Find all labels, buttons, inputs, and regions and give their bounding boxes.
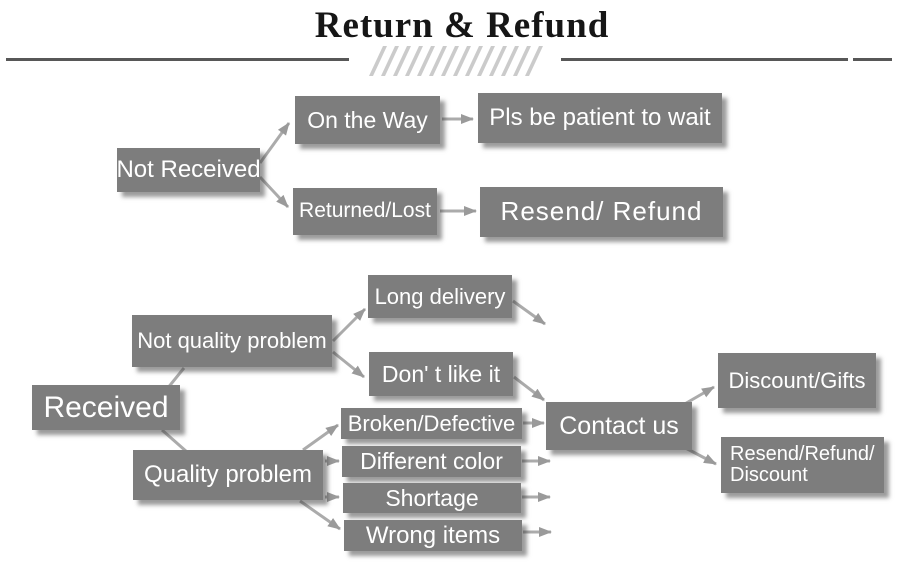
arrow-long-delivery-to-contact-us	[512, 299, 546, 326]
arrow-qp-to-wrong-items	[299, 499, 341, 531]
node-wrong-items: Wrong items	[344, 520, 522, 551]
node-label: Shortage	[385, 484, 479, 511]
node-contact-us: Contact us	[546, 402, 692, 450]
node-label: Resend/Refund/ Discount	[730, 444, 875, 486]
node-label: Don' t like it	[381, 360, 501, 387]
node-resend-refund-discount: Resend/Refund/ Discount	[721, 437, 884, 493]
arrow-qp-to-broken-defective	[302, 423, 339, 452]
node-label: Not quality problem	[137, 328, 327, 354]
node-label-line2: Discount	[730, 464, 808, 486]
node-label: Returned/Lost	[299, 199, 431, 223]
arrow-nqp-to-dont-like-it	[332, 350, 365, 379]
node-label: Discount/Gifts	[728, 367, 866, 393]
node-different-color: Different color	[342, 446, 521, 477]
separator-line-left	[6, 58, 349, 61]
node-label: On the Way	[307, 106, 428, 133]
arrow-nqp-to-long-delivery	[331, 307, 367, 343]
arrow-not-received-to-returned-lost	[258, 175, 290, 209]
node-broken-defective: Broken/Defective	[341, 408, 522, 439]
node-label: Received	[43, 390, 169, 424]
node-resend-refund: Resend/ Refund	[480, 187, 723, 237]
node-label: Resend/ Refund	[500, 196, 703, 227]
page-title: Return & Refund	[314, 5, 610, 46]
node-label: Broken/Defective	[347, 410, 516, 436]
node-on-the-way: On the Way	[295, 96, 440, 144]
node-received: Received	[32, 385, 180, 430]
node-label: Quality problem	[143, 461, 313, 489]
node-not-quality-problem: Not quality problem	[132, 315, 332, 367]
node-label: Contact us	[559, 411, 679, 440]
node-returned-lost: Returned/Lost	[293, 188, 437, 235]
separator-line-right-end	[853, 58, 892, 61]
node-pls-be-patient: Pls be patient to wait	[478, 93, 722, 143]
node-label: Not Received	[116, 156, 261, 184]
node-not-received: Not Received	[116, 148, 261, 192]
node-discount-gifts: Discount/Gifts	[718, 353, 876, 408]
node-label: Long delivery	[374, 283, 506, 309]
separator-line-right	[561, 58, 848, 61]
node-label: Pls be patient to wait	[489, 104, 711, 132]
node-quality-problem: Quality problem	[133, 450, 323, 500]
node-long-delivery: Long delivery	[368, 275, 512, 318]
arrow-not-received-to-on-the-way	[258, 122, 291, 164]
node-label-line1: Resend/Refund/	[730, 443, 875, 465]
node-dont-like-it: Don' t like it	[369, 352, 513, 396]
line-received-to-quality-problem	[161, 428, 188, 454]
arrow-dont-like-it-to-contact-us	[513, 375, 545, 402]
node-label: Wrong items	[365, 521, 501, 549]
node-shortage: Shortage	[343, 483, 521, 513]
node-label: Different color	[360, 448, 503, 475]
